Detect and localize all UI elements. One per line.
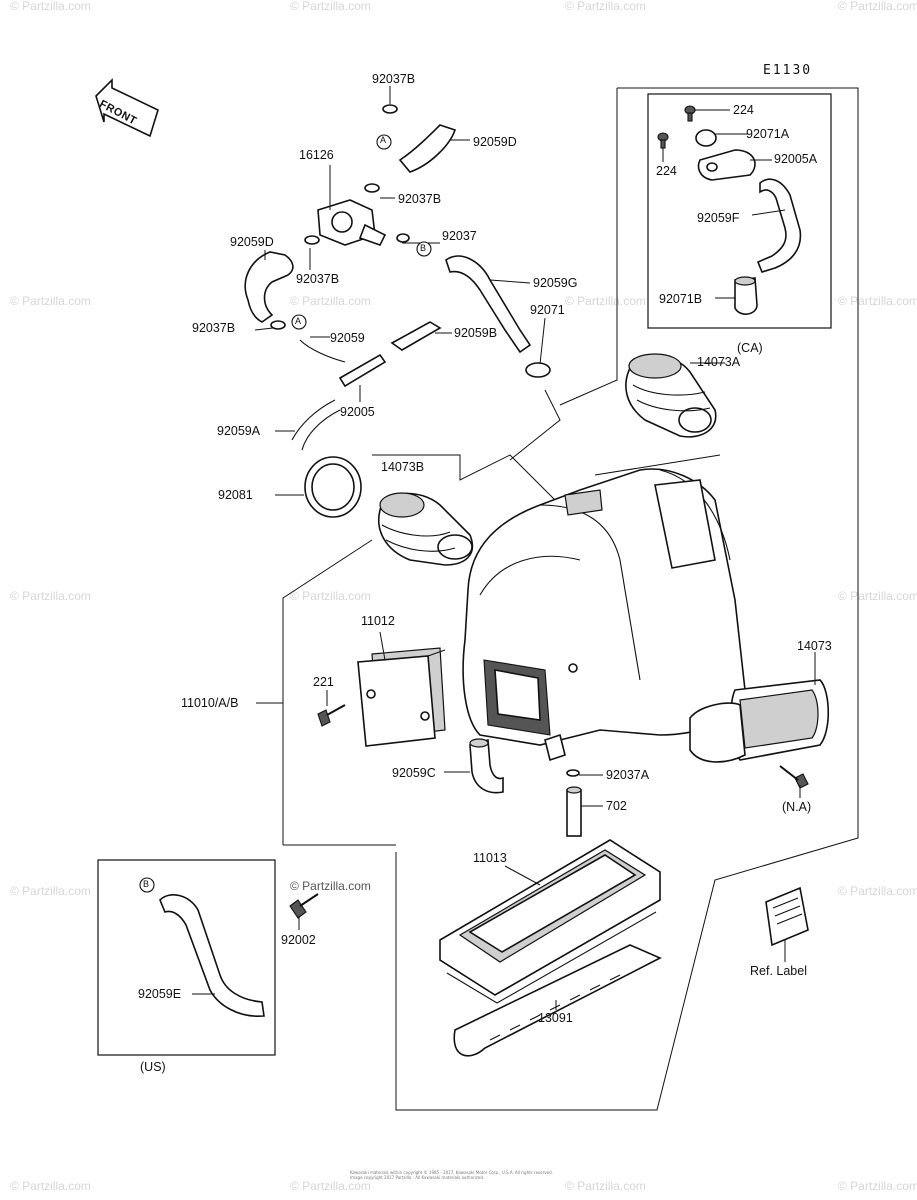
callout-letter: B <box>143 879 150 889</box>
part-label: 92071B <box>659 292 703 306</box>
part-label: 92005 <box>340 405 375 419</box>
leader-lines <box>192 86 816 1010</box>
watermark: © Partzilla.com <box>290 0 371 13</box>
watermark: © Partzilla.com <box>838 884 917 898</box>
part-label: 92037B <box>398 192 442 206</box>
part-label: 92005A <box>774 152 818 166</box>
region-label: (US) <box>140 1060 166 1074</box>
callout-a-circle <box>376 134 392 150</box>
part-label: 92037B <box>296 272 340 286</box>
part-label: 92059A <box>217 424 261 438</box>
part-label: 14073B <box>381 460 425 474</box>
callout-letter: B <box>420 243 427 253</box>
watermark: © Partzilla.com <box>10 1179 91 1193</box>
part-label: 14073 <box>797 639 832 653</box>
part-label: 11013 <box>473 851 507 865</box>
diagram-code: E1130 <box>763 63 813 78</box>
part-label: 92059F <box>697 211 740 225</box>
part-label: 92059D <box>230 235 274 249</box>
assembly-frame <box>395 87 859 1111</box>
copyright-notice: Kawasaki materials within copyright © 19… <box>350 1170 570 1180</box>
watermark: © Partzilla.com <box>10 294 91 308</box>
watermark: © Partzilla.com <box>290 879 371 893</box>
part-label: 92059 <box>330 331 365 345</box>
part-label: 11010/A/B <box>181 696 239 710</box>
callout-a-circle <box>291 314 307 330</box>
part-label: 11012 <box>361 614 395 628</box>
part-label: 92037B <box>192 321 236 335</box>
element-11013 <box>439 839 661 1004</box>
hose-92059E <box>159 894 265 1017</box>
watermark: © Partzilla.com <box>838 1179 917 1193</box>
elbow-92059C <box>469 738 504 794</box>
plate-11012 <box>357 647 446 747</box>
watermark: © Partzilla.com <box>838 0 917 13</box>
copyright-line: Image copyright 2017 Partzilla - All Kaw… <box>350 1175 485 1180</box>
bolt-221 <box>317 704 346 727</box>
ca-inset-box <box>647 93 832 329</box>
bolt-92002 <box>289 893 319 919</box>
region-label: (CA) <box>737 341 763 355</box>
part-label: 92059C <box>392 766 436 780</box>
copyright-line: Kawasaki materials within copyright © 19… <box>350 1170 553 1175</box>
part-label: 221 <box>313 675 334 689</box>
part-label: 92002 <box>281 933 316 947</box>
foam-13091 <box>453 944 662 1057</box>
upper-hoses <box>244 104 551 451</box>
part-label: 92059G <box>533 276 578 290</box>
part-label: 16126 <box>299 148 334 162</box>
ring-92081 <box>304 456 362 518</box>
ref-label-icon <box>765 886 809 947</box>
callout-b-circle <box>139 877 155 893</box>
part-label: 224 <box>733 103 754 117</box>
part-label: Ref. Label <box>750 964 807 978</box>
duct-14073B <box>378 492 474 566</box>
part-label: 702 <box>606 799 627 813</box>
part-label: 92037B <box>372 72 416 86</box>
part-label: 92059B <box>454 326 498 340</box>
watermark: © Partzilla.com <box>290 589 371 603</box>
callout-letter: A <box>380 135 387 145</box>
callout-b-circle <box>416 241 432 257</box>
watermark: © Partzilla.com <box>565 1179 646 1193</box>
duct-14073A <box>625 353 717 438</box>
watermark: © Partzilla.com <box>10 589 91 603</box>
part-label: 92059D <box>473 135 517 149</box>
part-label: 92037 <box>442 229 477 243</box>
screw-na <box>779 765 809 789</box>
callout-letter: A <box>295 316 302 326</box>
part-label: 14073A <box>697 355 741 369</box>
watermark: © Partzilla.com <box>10 884 91 898</box>
watermark: © Partzilla.com <box>290 294 371 308</box>
clip-92037A <box>566 769 580 777</box>
watermark: © Partzilla.com <box>10 0 91 13</box>
front-arrow-icon <box>95 78 159 138</box>
part-label: 92059E <box>138 987 182 1001</box>
part-label: 92071A <box>746 127 790 141</box>
part-label: 92071 <box>530 303 565 317</box>
part-label: 13091 <box>538 1011 573 1025</box>
watermark: © Partzilla.com <box>565 0 646 13</box>
watermark: © Partzilla.com <box>565 294 646 308</box>
us-inset-box <box>97 859 276 1056</box>
part-label: 224 <box>656 164 677 178</box>
part-label: 92037A <box>606 768 650 782</box>
watermark: © Partzilla.com <box>290 1179 371 1193</box>
tube-702 <box>566 786 582 837</box>
region-label: (N.A) <box>782 800 812 814</box>
part-label: 92081 <box>218 488 253 502</box>
